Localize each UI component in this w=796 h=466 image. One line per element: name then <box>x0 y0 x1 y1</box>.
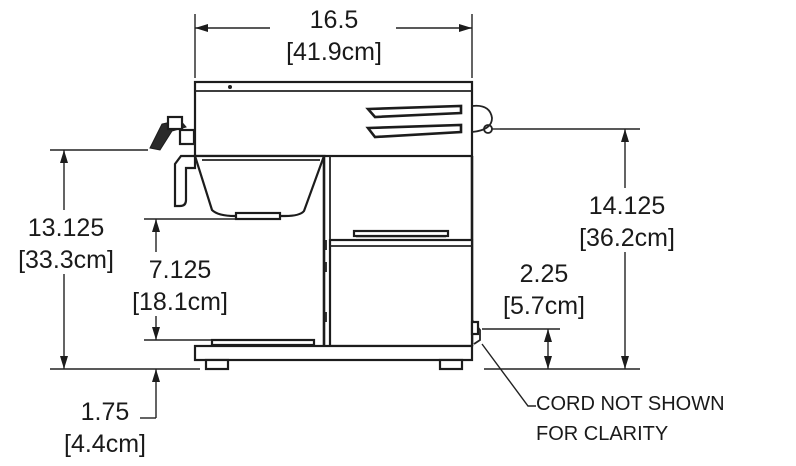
width-inches: 16.5 <box>310 6 359 34</box>
cord-note-line1: CORD NOT SHOWN <box>536 393 725 415</box>
funnel-height-dimension: 13.125 [33.3cm] <box>6 149 200 370</box>
funnel-height-inches: 13.125 <box>28 214 104 242</box>
total-height-cm: [36.2cm] <box>579 224 675 252</box>
outlet-height-inches: 2.25 <box>520 260 569 288</box>
outlet-height-cm: [5.7cm] <box>503 292 585 320</box>
base-height-dimension: 1.75 [4.4cm] <box>64 369 160 458</box>
width-cm: [41.9cm] <box>286 38 382 66</box>
base-height-inches: 1.75 <box>81 398 130 426</box>
base-height-cm: [4.4cm] <box>64 430 146 458</box>
total-height-inches: 14.125 <box>589 192 665 220</box>
cord-note-line2: FOR CLARITY <box>536 423 668 445</box>
clearance-inches: 7.125 <box>149 256 212 284</box>
cord-note: CORD NOT SHOWN FOR CLARITY <box>481 343 725 445</box>
total-height-dimension: 14.125 [36.2cm] <box>484 128 686 370</box>
width-dimension: 16.5 [41.9cm] <box>194 6 473 78</box>
outlet-height-dimension: 2.25 [5.7cm] <box>482 258 604 369</box>
clearance-cm: [18.1cm] <box>132 288 228 316</box>
brewer-body <box>149 80 500 371</box>
funnel-height-cm: [33.3cm] <box>18 246 114 274</box>
clearance-dimension: 7.125 [18.1cm] <box>116 218 244 341</box>
